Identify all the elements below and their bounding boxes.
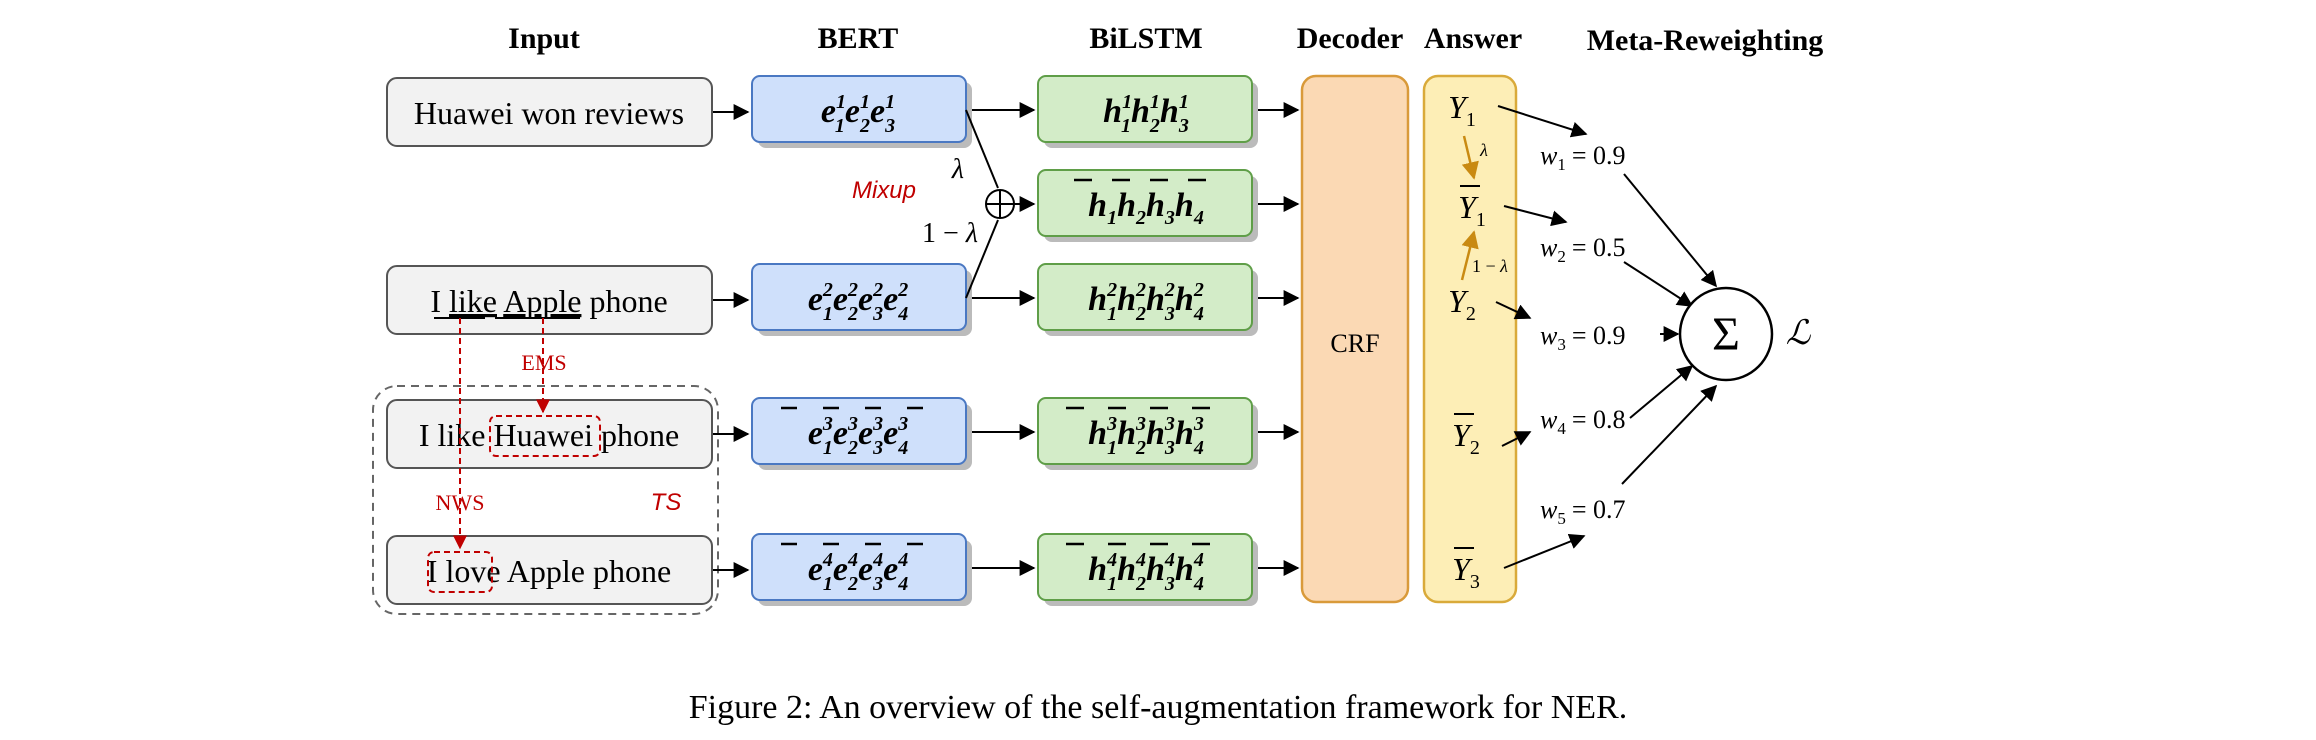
weight-w2: w2= 0.5 bbox=[1540, 233, 1626, 266]
header-input: Input bbox=[508, 22, 580, 55]
bert-boxes bbox=[751, 75, 972, 606]
answer-one-minus-arrow bbox=[1460, 230, 1479, 281]
lstm-box-mix bbox=[1037, 169, 1253, 237]
loss-symbol: ℒ bbox=[1786, 315, 1812, 352]
input-boxes bbox=[386, 77, 713, 605]
header-bilstm: BiLSTM bbox=[1089, 22, 1202, 55]
weight-w1: w1= 0.9 bbox=[1540, 141, 1626, 174]
one-minus-lambda-label: 1 − λ bbox=[922, 218, 978, 249]
sigma-symbol: Σ bbox=[1712, 308, 1740, 361]
header-meta: Meta-Reweighting bbox=[1587, 24, 1824, 57]
weight-w4: w4= 0.8 bbox=[1540, 405, 1626, 438]
sum-node bbox=[1678, 286, 1774, 382]
input-text-3: I like Huawei phone bbox=[419, 417, 679, 453]
answer-to-weight-arrows bbox=[1495, 105, 1588, 569]
bert-bars bbox=[781, 406, 923, 546]
mixup-lines bbox=[965, 109, 999, 299]
bert-to-lstm-arrows bbox=[972, 102, 1036, 576]
input-text-4: I love Apple phone bbox=[427, 553, 671, 589]
figure-caption: Figure 2: An overview of the self-augmen… bbox=[689, 689, 1628, 726]
answer-y1: Y1 bbox=[1448, 89, 1476, 131]
answer-lambda-label: λ bbox=[1479, 140, 1488, 160]
bert-box-3 bbox=[751, 397, 967, 465]
lambda-label: λ bbox=[951, 154, 964, 185]
weight-w3: w3= 0.9 bbox=[1540, 321, 1626, 354]
ts-group-box bbox=[372, 385, 719, 615]
nws-label: NWS bbox=[436, 490, 485, 515]
lstm-to-crf-arrows bbox=[1258, 102, 1300, 576]
header-answer: Answer bbox=[1424, 22, 1522, 55]
answer-one-minus-label: 1 − λ bbox=[1472, 256, 1508, 276]
word-apple: Apple bbox=[503, 283, 581, 319]
ems-highlight-box bbox=[489, 415, 601, 457]
bert-box-4 bbox=[751, 533, 967, 601]
mixup-label: Mixup bbox=[852, 177, 916, 204]
weight-w5: w5= 0.7 bbox=[1540, 495, 1626, 528]
header-bert: BERT bbox=[818, 22, 899, 55]
input-text-1: Huawei won reviews bbox=[414, 95, 684, 131]
bert-box-1 bbox=[751, 75, 967, 143]
answer-ybar2: Y2 bbox=[1452, 417, 1480, 459]
answer-bars bbox=[1454, 185, 1480, 549]
header-decoder: Decoder bbox=[1297, 22, 1404, 55]
lstm-bars bbox=[1066, 178, 1210, 546]
answer-ybar3: Y3 bbox=[1452, 551, 1480, 593]
lstm-box-4 bbox=[1037, 533, 1253, 601]
lstm-box-2 bbox=[1037, 263, 1253, 331]
answer-box bbox=[1422, 74, 1518, 604]
weight-to-sum-arrows bbox=[1621, 173, 1718, 485]
ems-label: EMS bbox=[521, 350, 566, 375]
word-huawei: Huawei bbox=[493, 417, 593, 453]
lstm-boxes bbox=[1037, 75, 1258, 606]
crf-box bbox=[1300, 74, 1410, 604]
lstm-box-1 bbox=[1037, 75, 1253, 143]
input-box-1 bbox=[386, 77, 713, 147]
answer-ybar1: Y1 bbox=[1458, 189, 1486, 231]
lstm-math-mix: h1h2h3h4 bbox=[1088, 187, 1204, 229]
nws-highlight-box bbox=[427, 551, 493, 593]
input-text-2: I like Apple phone bbox=[430, 283, 667, 319]
input-to-bert-arrows bbox=[713, 104, 750, 578]
answer-y2: Y2 bbox=[1448, 283, 1476, 325]
ts-label: TS bbox=[651, 489, 682, 516]
lstm-box-3 bbox=[1037, 397, 1253, 465]
answer-lambda-arrow bbox=[1461, 135, 1479, 180]
word-like: like bbox=[449, 283, 497, 319]
crf-label: CRF bbox=[1330, 329, 1379, 358]
